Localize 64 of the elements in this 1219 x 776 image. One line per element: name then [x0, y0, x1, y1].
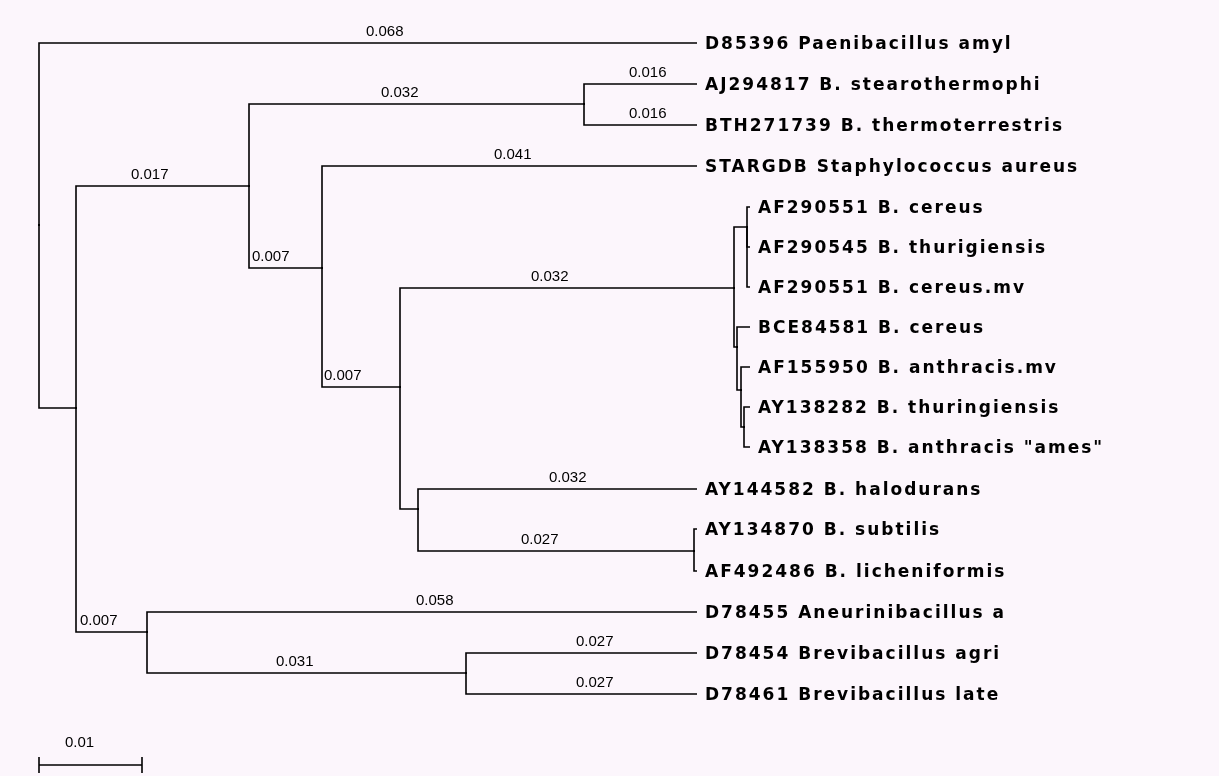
- taxon-label: D78454 Brevibacillus agri: [697, 641, 1002, 665]
- branch-length: 0.027: [575, 674, 615, 690]
- tree-branch: [465, 672, 698, 695]
- branch-length: 0.027: [575, 633, 615, 649]
- tree-branch: [38, 42, 698, 226]
- branch-length: 0.016: [628, 64, 668, 80]
- tree-branch: [743, 406, 751, 428]
- tree-branch: [693, 550, 698, 572]
- branch-length: 0.031: [275, 653, 315, 669]
- taxon-label: AF492486 B. licheniformis: [697, 559, 1007, 583]
- tree-branch: [740, 366, 751, 391]
- branch-length: 0.032: [530, 268, 570, 284]
- scale-label: 0.01: [64, 734, 96, 750]
- tree-branch: [465, 652, 698, 674]
- taxon-label: AJ294817 B. stearothermophi: [697, 72, 1042, 96]
- branch-length: 0.058: [415, 592, 455, 608]
- taxon-label: D78455 Aneurinibacillus a: [697, 600, 1006, 624]
- tree-branch: [583, 103, 698, 126]
- tree-branch: [248, 103, 585, 187]
- tree-branch: [740, 389, 745, 428]
- taxon-label: AY138358 B. anthracis "ames": [750, 435, 1105, 459]
- tree-branch: [746, 226, 751, 288]
- taxon-label: BTH271739 B. thermoterrestris: [697, 113, 1065, 137]
- branch-length: 0.017: [130, 166, 170, 182]
- branch-length: 0.007: [251, 248, 291, 264]
- tree-branch: [38, 224, 77, 409]
- branch-length: 0.007: [79, 612, 119, 628]
- taxon-label: STARGDB Staphylococcus aureus: [697, 154, 1080, 178]
- taxon-label: D78461 Brevibacillus late: [697, 682, 1001, 706]
- branch-length: 0.032: [548, 469, 588, 485]
- tree-branch: [75, 185, 250, 409]
- branch-length: 0.007: [323, 367, 363, 383]
- tree-branch: [746, 206, 751, 228]
- tree-branch: [733, 287, 738, 348]
- taxon-label: AF155950 B. anthracis.mv: [750, 355, 1058, 379]
- tree-branch: [146, 631, 467, 674]
- tree-branch: [733, 226, 748, 289]
- tree-branch: [736, 346, 742, 391]
- branch-length: 0.041: [493, 146, 533, 162]
- branch-length: 0.016: [628, 105, 668, 121]
- taxon-label: AY138282 B. thuringiensis: [750, 395, 1061, 419]
- taxon-label: AF290551 B. cereus: [750, 195, 985, 219]
- tree-branch: [146, 611, 698, 633]
- tree-branch: [248, 185, 323, 269]
- branch-length: 0.032: [380, 84, 420, 100]
- taxon-label: AF290551 B. cereus.mv: [750, 275, 1026, 299]
- tree-branch: [399, 386, 419, 510]
- taxon-label: AY134870 B. subtilis: [697, 517, 942, 541]
- taxon-label: D85396 Paenibacillus amyl: [697, 31, 1013, 55]
- tree-branch: [75, 407, 148, 633]
- tree-branch: [417, 508, 695, 552]
- tree-branch: [743, 426, 751, 448]
- tree-branch: [736, 326, 751, 348]
- branch-length: 0.027: [520, 531, 560, 547]
- taxon-label: BCE84581 B. cereus: [750, 315, 986, 339]
- tree-branch: [693, 528, 698, 552]
- taxon-label: AF290545 B. thurigiensis: [750, 235, 1048, 259]
- tree-branch: [417, 488, 698, 510]
- tree-branch: [321, 165, 698, 269]
- tree-branch: [399, 287, 735, 388]
- branch-length: 0.068: [365, 23, 405, 39]
- taxon-label: AY144582 B. halodurans: [697, 477, 983, 501]
- tree-branch: [583, 83, 698, 105]
- tree-branch: [321, 267, 401, 388]
